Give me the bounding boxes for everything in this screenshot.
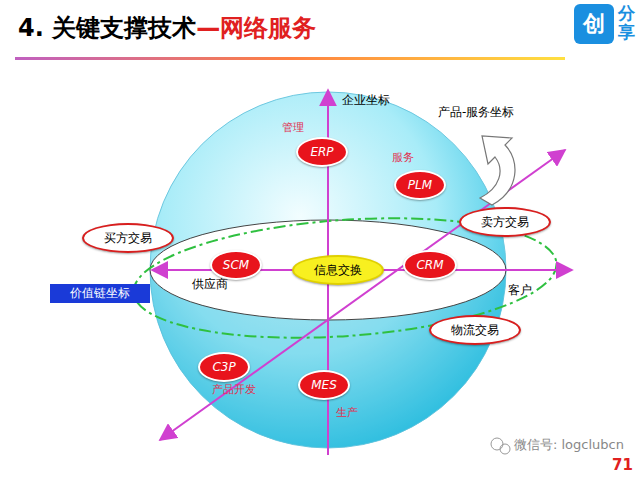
node-text: 价值链坐标 <box>70 285 130 302</box>
axis-end-label: 供应商 <box>192 276 228 293</box>
system-ellipse: PLM <box>394 170 446 200</box>
node-text: ERP <box>310 145 333 159</box>
system-ellipse: CRM <box>403 250 456 280</box>
rotation-arrow <box>480 136 515 205</box>
region-label: 管理 <box>282 120 304 135</box>
latitude-dash <box>129 205 560 350</box>
logo-text: 分享 <box>618 4 635 41</box>
node-text: CRM <box>416 258 443 272</box>
region-label: 服务 <box>392 150 414 165</box>
logo-box <box>574 4 614 44</box>
axis-label: 企业坐标 <box>342 92 390 109</box>
title-underline <box>15 57 565 60</box>
region-label: 生产 <box>336 405 358 420</box>
system-ellipse: SCM <box>210 250 262 280</box>
page-number: 71 <box>612 456 633 474</box>
watermark: 微信号: logclubcn <box>514 436 624 454</box>
node-text: PLM <box>408 178 432 192</box>
axis-label: 产品-服务坐标 <box>438 104 514 121</box>
axis-band: 价值链坐标 <box>50 284 150 303</box>
title-suffix: —网络服务 <box>196 12 316 44</box>
node-text: 信息交换 <box>314 262 362 279</box>
title: 4. 关键支撑技术 <box>18 12 196 44</box>
system-ellipse: MES <box>298 370 350 400</box>
node-text: C3P <box>212 360 235 374</box>
node-text: SCM <box>223 258 249 272</box>
system-ellipse: ERP <box>296 137 348 167</box>
logo-mark: 创 <box>583 9 605 39</box>
system-ellipse: 卖方交易 <box>459 207 551 237</box>
node-text: MES <box>311 378 337 392</box>
system-ellipse: 物流交易 <box>429 315 521 345</box>
system-ellipse: C3P <box>198 352 250 382</box>
wechat-icon <box>491 438 510 454</box>
axis-end-label: 客户 <box>508 282 532 299</box>
region-label: 产品开发 <box>212 382 256 397</box>
title-bar: 4. 关键支撑技术—网络服务 <box>18 12 316 44</box>
node-text: 卖方交易 <box>481 214 529 231</box>
system-ellipse: 买方交易 <box>82 223 174 253</box>
system-ellipse: 信息交换 <box>292 255 384 285</box>
node-text: 物流交易 <box>451 322 499 339</box>
node-text: 买方交易 <box>104 230 152 247</box>
